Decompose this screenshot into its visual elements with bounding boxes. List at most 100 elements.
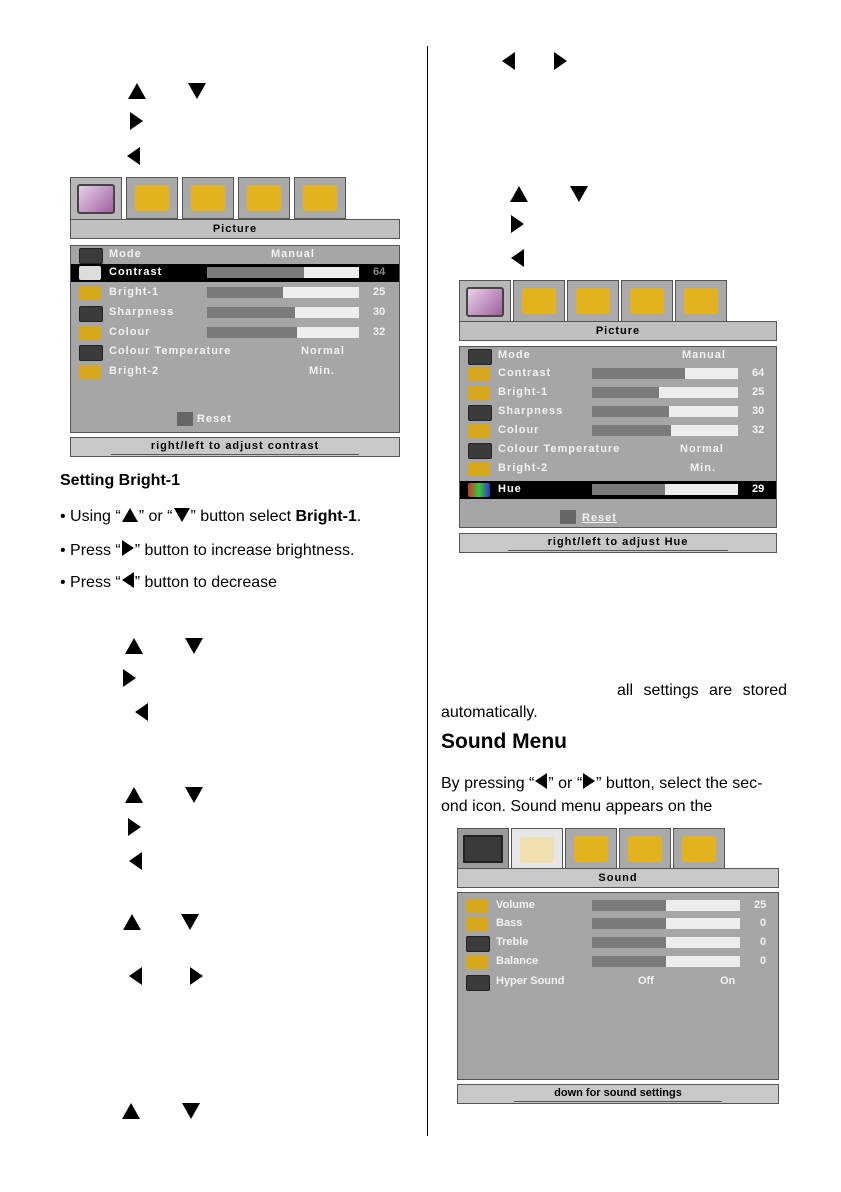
row-label: Colour [109, 326, 151, 338]
tab-source[interactable] [673, 828, 725, 870]
source-icon [682, 836, 716, 862]
row-colour[interactable]: Colour 32 [71, 324, 399, 342]
bar-fill [592, 900, 666, 911]
row-value: 25 [752, 386, 765, 398]
contrast-icon [468, 367, 490, 381]
right-arrow-icon [554, 52, 567, 70]
hint-text: right/left to adjust Hue [507, 534, 729, 551]
bright1-bar[interactable] [592, 387, 738, 398]
row-mode[interactable]: Mode Manual [460, 347, 776, 365]
menu-panel: Volume 25 Bass 0 Treble 0 Balance 0 Hype… [457, 892, 779, 1080]
tab-picture[interactable] [459, 280, 511, 324]
colour-bar[interactable] [207, 327, 359, 338]
left-arrow-icon [121, 572, 134, 588]
tab-install[interactable] [238, 177, 290, 219]
row-value: 25 [373, 286, 386, 298]
bright1-bar[interactable] [207, 287, 359, 298]
row-value: 0 [760, 955, 767, 967]
tab-source[interactable] [675, 280, 727, 322]
setting-bright1-heading: Setting Bright-1 [60, 472, 180, 489]
row-bass[interactable]: Bass 0 [458, 915, 778, 933]
tab-feature[interactable] [567, 280, 619, 322]
row-contrast[interactable]: Contrast 64 [460, 365, 776, 383]
row-colour-temperature[interactable]: Colour Temperature Normal [460, 441, 776, 459]
sharpness-bar[interactable] [592, 406, 738, 417]
row-label: Mode [109, 248, 142, 260]
right-arrow-icon [128, 818, 141, 836]
column-divider [427, 46, 428, 1136]
menu-hint: right/left to adjust Hue [459, 533, 777, 553]
tab-sound[interactable] [126, 177, 178, 219]
down-arrow-icon [173, 508, 190, 522]
row-label: Treble [496, 936, 529, 948]
colour-bar[interactable] [592, 425, 738, 436]
contrast-bar[interactable] [592, 368, 738, 379]
volume-bar[interactable] [592, 900, 740, 911]
sound-icon [135, 185, 169, 211]
row-bright1[interactable]: Bright-1 25 [71, 284, 399, 302]
install-icon [247, 185, 281, 211]
row-sharpness[interactable]: Sharpness 30 [460, 403, 776, 421]
sound-menu-heading: Sound Menu [441, 730, 567, 753]
down-arrow-icon [188, 83, 206, 99]
row-volume[interactable]: Volume 25 [458, 897, 778, 915]
menu-title: Picture [70, 219, 400, 239]
reset-label[interactable]: Reset [582, 512, 617, 524]
row-bright1[interactable]: Bright-1 25 [460, 384, 776, 402]
down-arrow-icon [185, 787, 203, 803]
treble-bar[interactable] [592, 937, 740, 948]
mode-icon [468, 349, 492, 365]
tab-source[interactable] [294, 177, 346, 219]
row-contrast[interactable]: Contrast 64 [71, 264, 399, 282]
bright-icon [79, 286, 101, 300]
hyper-sound-off[interactable]: Off [638, 975, 654, 987]
colour-icon [468, 424, 490, 438]
reset-label[interactable]: Reset [197, 413, 232, 425]
row-label: Sharpness [109, 306, 175, 318]
row-value: 32 [373, 326, 386, 338]
row-mode[interactable]: Mode Manual [71, 246, 399, 264]
left-arrow-icon [502, 52, 515, 70]
row-label: Bright-2 [109, 365, 160, 377]
press-decrease-line: • Press “” button to decrease [60, 572, 278, 591]
picture-icon [463, 835, 503, 863]
bar-fill [207, 327, 297, 338]
row-bright2[interactable]: Bright-2 Min. [71, 363, 399, 381]
bright2-icon [79, 365, 101, 379]
tab-sound[interactable] [511, 828, 563, 872]
tab-install[interactable] [621, 280, 673, 322]
row-bright2[interactable]: Bright-2 Min. [460, 460, 776, 478]
feature-icon [576, 288, 610, 314]
row-hyper-sound[interactable]: Hyper Sound Off On [458, 973, 778, 991]
tab-picture[interactable] [70, 177, 122, 221]
row-label: Mode [498, 349, 531, 361]
row-hue[interactable]: Hue 29 [460, 481, 776, 499]
tab-install[interactable] [619, 828, 671, 870]
balance-bar[interactable] [592, 956, 740, 967]
row-colour-temperature[interactable]: Colour Temperature Normal [71, 343, 399, 361]
bar-fill [592, 937, 666, 948]
up-arrow-icon [125, 787, 143, 803]
row-sharpness[interactable]: Sharpness 30 [71, 304, 399, 322]
tab-feature[interactable] [182, 177, 234, 219]
hint-text: down for sound settings [514, 1085, 722, 1102]
menu-panel: Mode Manual Contrast 64 Bright-1 25 Shar… [70, 245, 400, 433]
hue-bar[interactable] [592, 484, 738, 495]
tab-picture[interactable] [457, 828, 509, 870]
up-arrow-icon [122, 1103, 140, 1119]
row-balance[interactable]: Balance 0 [458, 953, 778, 971]
left-arrow-icon [127, 147, 140, 165]
contrast-bar[interactable] [207, 267, 359, 278]
up-arrow-icon [510, 186, 528, 202]
hyper-sound-on[interactable]: On [720, 975, 736, 987]
colour-temperature-icon [468, 443, 492, 459]
hue-icon [468, 483, 490, 497]
hint-text: right/left to adjust contrast [110, 438, 360, 455]
row-colour[interactable]: Colour 32 [460, 422, 776, 440]
row-treble[interactable]: Treble 0 [458, 934, 778, 952]
row-value: Normal [680, 443, 724, 455]
tab-sound[interactable] [513, 280, 565, 322]
tab-feature[interactable] [565, 828, 617, 870]
sharpness-bar[interactable] [207, 307, 359, 318]
bass-bar[interactable] [592, 918, 740, 929]
